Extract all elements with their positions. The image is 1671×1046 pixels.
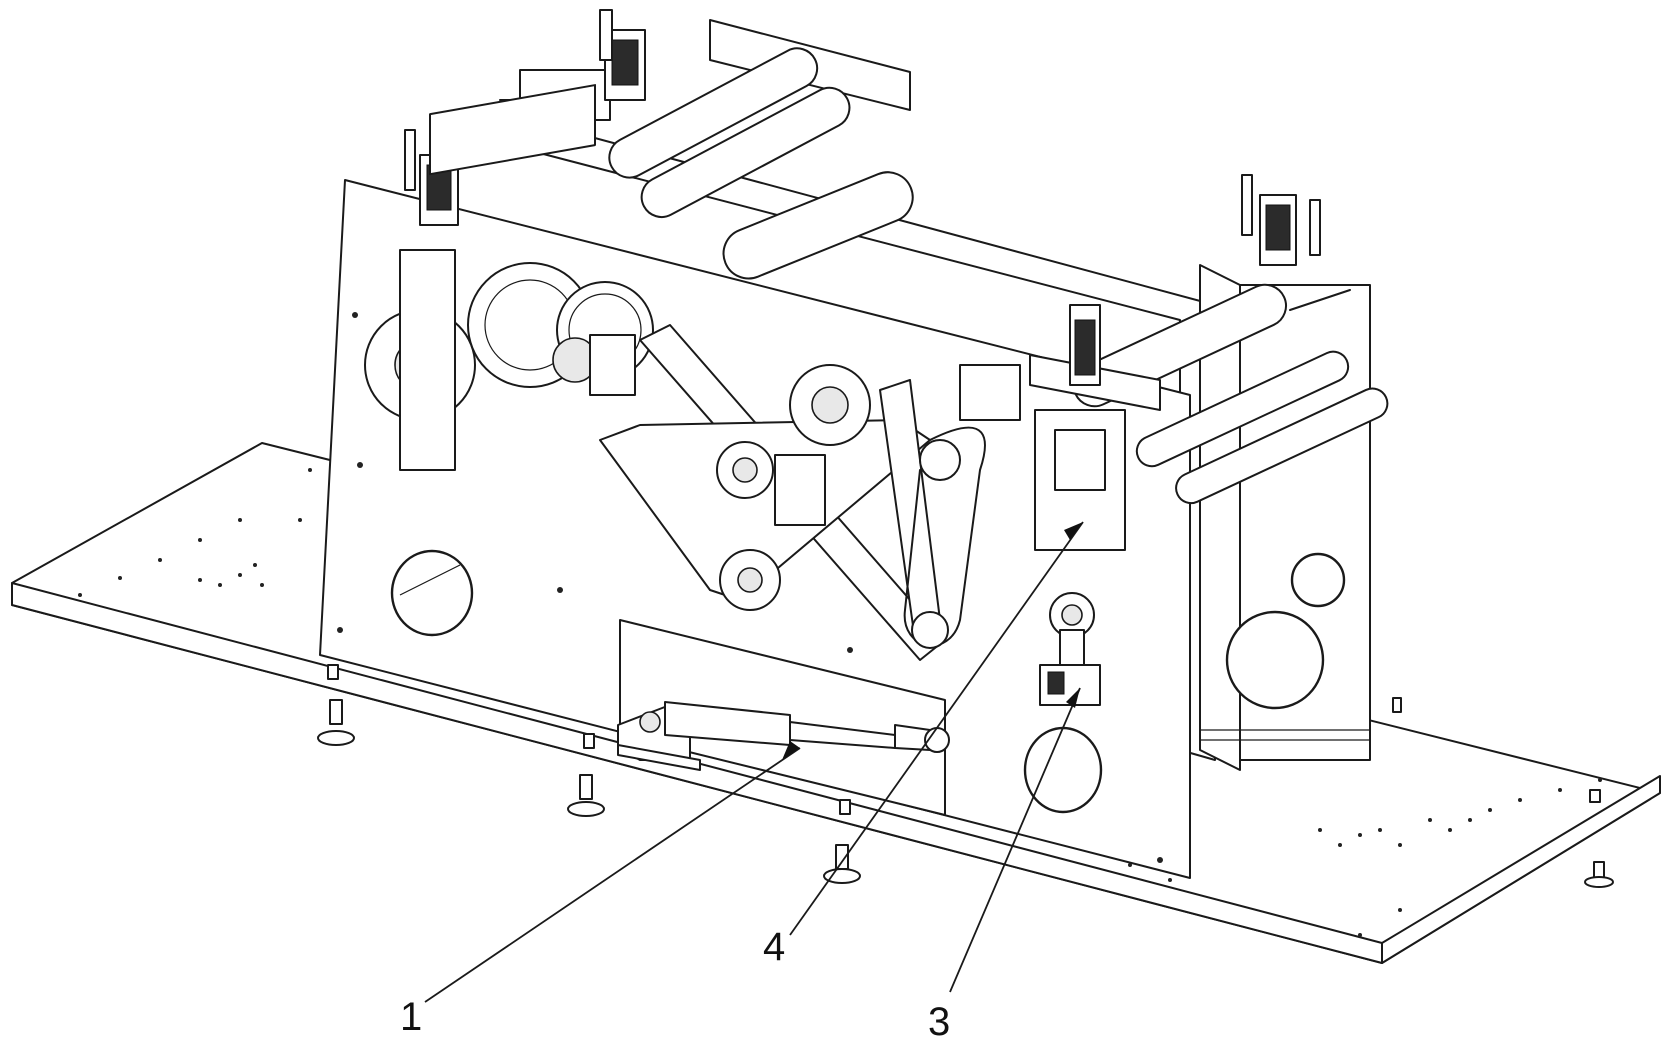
callout-label-4: 4 [763,925,785,969]
callout-label-1: 1 [400,995,422,1039]
callout-label-3: 3 [928,1000,950,1044]
